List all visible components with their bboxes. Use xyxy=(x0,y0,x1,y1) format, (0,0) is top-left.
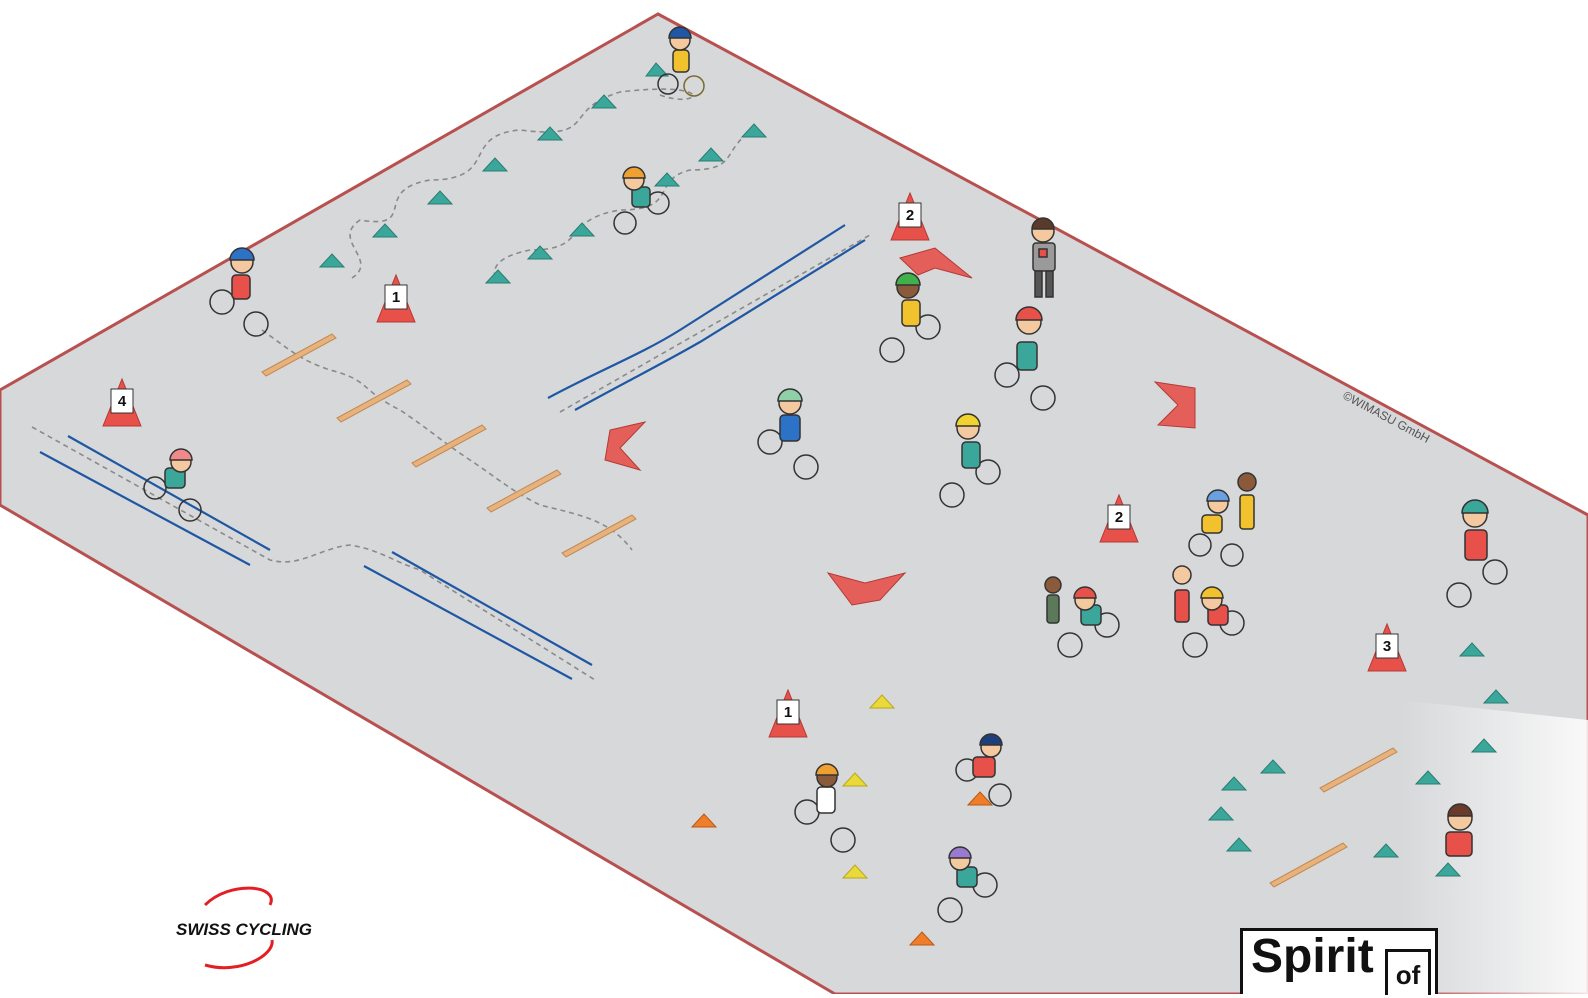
cone-3-right: 3 xyxy=(1367,622,1407,672)
direction-arrows xyxy=(604,247,1196,606)
spirit-of: of xyxy=(1385,949,1431,995)
rider-orange-helmet xyxy=(613,166,670,235)
rider-pair-top xyxy=(1188,472,1257,567)
swiss-cycling-text: SWISS CYCLING xyxy=(176,920,312,939)
kneeling-child xyxy=(1445,803,1473,857)
disc-cones xyxy=(318,62,1510,877)
dashed-route-lines xyxy=(31,88,871,681)
rider-right-green xyxy=(1446,499,1508,608)
cone-label: 2 xyxy=(906,207,914,224)
spirit-word: Spirit xyxy=(1251,930,1374,983)
rider-pink-helmet xyxy=(143,448,202,522)
swiss-cycling-logo: SWISS CYCLING xyxy=(176,886,312,970)
rider-yellow-helmet xyxy=(939,413,1001,508)
riders xyxy=(143,26,1508,923)
rider-mint-helmet xyxy=(757,388,819,480)
floor-fade xyxy=(1400,700,1588,994)
cone-label: 4 xyxy=(118,393,127,410)
rider-navy-helmet xyxy=(955,733,1012,807)
rider-pair-left xyxy=(1044,576,1120,658)
cone-4-left: 4 xyxy=(102,377,142,427)
rider-pair-right xyxy=(1172,565,1245,658)
cone-label: 1 xyxy=(392,289,400,306)
rider-blue-helmet xyxy=(209,247,269,337)
cone-1-bottom: 1 xyxy=(768,688,808,738)
cone-2-middle: 2 xyxy=(1099,493,1139,543)
lane-lines xyxy=(39,224,866,680)
spirit-logo: Spirit of xyxy=(1240,928,1438,995)
coach xyxy=(1031,217,1056,298)
rider-white-shirt xyxy=(794,763,856,853)
rider-red-helmet xyxy=(994,306,1056,411)
cone-label: 1 xyxy=(784,704,792,721)
cone-2-top: 2 xyxy=(890,191,930,241)
course-floor xyxy=(0,12,1588,994)
cone-1-left: 1 xyxy=(376,273,416,323)
rider-top-yellow xyxy=(657,26,705,97)
cone-label: 2 xyxy=(1115,509,1123,526)
cone-label: 3 xyxy=(1383,638,1391,655)
rider-purple-helmet xyxy=(937,846,998,923)
wooden-planks xyxy=(261,333,1398,888)
rider-green-helmet xyxy=(879,272,941,363)
small-cones xyxy=(690,694,994,946)
